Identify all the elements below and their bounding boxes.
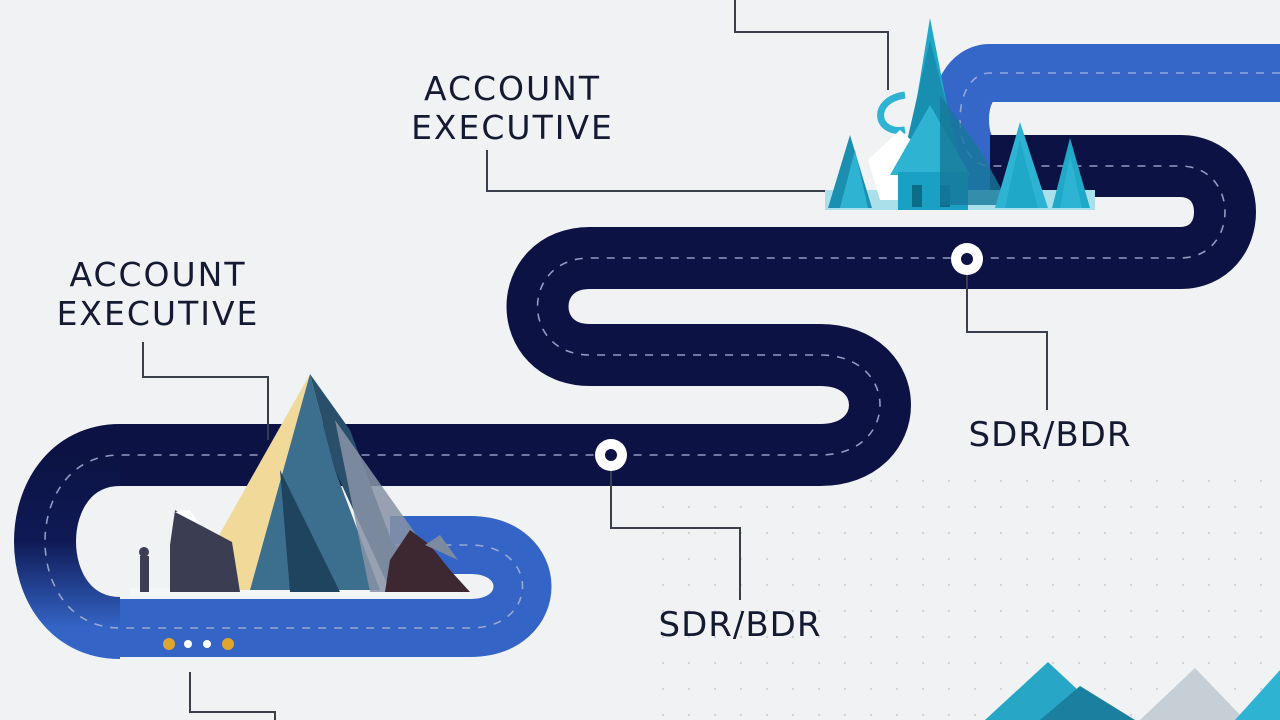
account-executive-label-left: ACCOUNT EXECUTIVE <box>38 255 278 334</box>
road-dots-marker <box>163 638 234 650</box>
sdr-bdr-label-right: SDR/BDR <box>968 415 1132 455</box>
leader-line-sdr-right <box>966 262 1048 410</box>
dotted-background <box>640 470 1280 720</box>
account-executive-line1: ACCOUNT <box>423 69 602 108</box>
account-executive-line2: EXECUTIVE <box>411 107 614 147</box>
milestone-marker-icon <box>595 439 627 471</box>
milestone-marker-icon <box>951 243 983 275</box>
leader-line-sdr-bottom <box>610 458 741 600</box>
leader-line-top <box>734 0 889 90</box>
leader-line-bottom <box>189 672 276 720</box>
account-executive-label-top: ACCOUNT EXECUTIVE <box>395 69 630 148</box>
leader-line-ae-left <box>142 342 269 440</box>
mountain-peak-illustration <box>130 374 470 596</box>
career-road <box>14 44 1280 659</box>
account-executive-line2: EXECUTIVE <box>56 293 260 333</box>
account-executive-line1: ACCOUNT <box>69 255 247 294</box>
distant-mountains <box>985 662 1280 720</box>
forest-village-illustration <box>825 18 1095 210</box>
leader-lines <box>142 0 1048 720</box>
sdr-bdr-label-bottom: SDR/BDR <box>658 605 822 645</box>
leader-line-ae-top <box>486 150 830 192</box>
